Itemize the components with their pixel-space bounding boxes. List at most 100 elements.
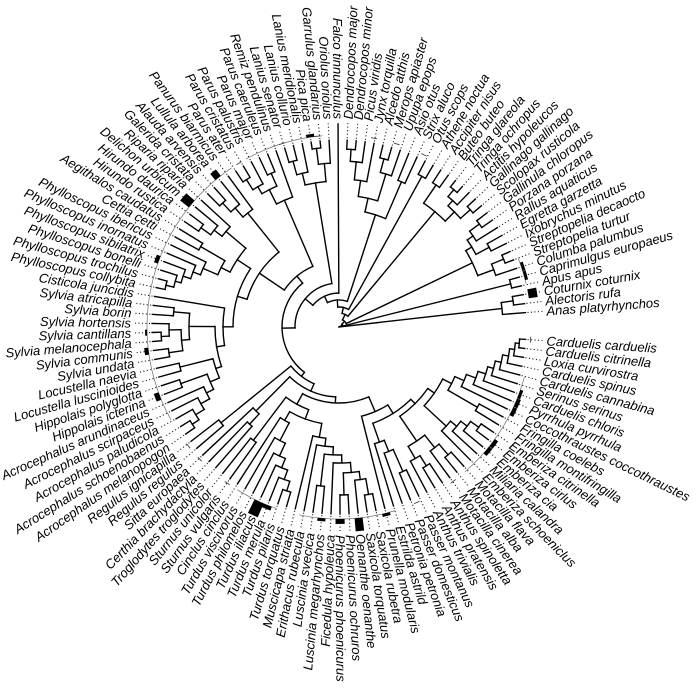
branch-line bbox=[447, 389, 479, 409]
branch-line bbox=[248, 412, 261, 426]
branch-line bbox=[475, 226, 499, 242]
branch-line bbox=[268, 476, 280, 502]
leader-line bbox=[204, 468, 215, 481]
branch-line bbox=[358, 470, 362, 481]
branch-line bbox=[421, 466, 436, 489]
leader-line bbox=[515, 253, 530, 260]
leader-line bbox=[384, 510, 390, 525]
leader-line bbox=[281, 508, 287, 523]
leader-line bbox=[483, 447, 497, 459]
branch-line bbox=[268, 188, 278, 205]
branch-line bbox=[184, 426, 196, 436]
branch-line bbox=[154, 356, 171, 361]
branch-line bbox=[304, 297, 314, 307]
branch-line bbox=[246, 212, 280, 254]
branch-line bbox=[438, 174, 450, 189]
branch-line bbox=[258, 272, 286, 292]
branch-line bbox=[459, 420, 469, 428]
branch-arc bbox=[272, 452, 287, 460]
branch-arc bbox=[241, 208, 254, 219]
branch-arc bbox=[353, 477, 367, 481]
branch-line bbox=[236, 295, 248, 301]
branch-arc bbox=[199, 261, 207, 276]
branch-arc bbox=[172, 307, 175, 317]
branch-line bbox=[466, 235, 474, 241]
branch-line bbox=[409, 460, 428, 494]
tick-mark bbox=[413, 500, 420, 505]
branch-line bbox=[191, 418, 200, 426]
branch-line bbox=[236, 416, 282, 485]
branch-line bbox=[321, 485, 326, 514]
branch-line bbox=[449, 179, 457, 188]
branch-line bbox=[357, 179, 362, 198]
branch-line bbox=[363, 494, 368, 513]
branch-line bbox=[202, 267, 219, 276]
branch-line bbox=[424, 164, 435, 180]
branch-arc bbox=[288, 375, 337, 398]
branch-line bbox=[475, 429, 490, 441]
branch-line bbox=[353, 161, 358, 181]
bar-baseline bbox=[146, 167, 232, 421]
branch-line bbox=[494, 267, 518, 277]
leader-line bbox=[518, 383, 534, 390]
branch-arc bbox=[251, 182, 264, 191]
branch-line bbox=[418, 454, 428, 467]
branch-line bbox=[469, 420, 480, 429]
tick-mark bbox=[314, 135, 321, 138]
branch-line bbox=[510, 285, 523, 289]
leader-line bbox=[135, 312, 151, 315]
branch-line bbox=[342, 283, 512, 327]
branch-line bbox=[501, 354, 510, 357]
branch-line bbox=[383, 452, 403, 504]
branch-line bbox=[459, 208, 472, 220]
leader-line bbox=[171, 434, 185, 445]
trait-ticks bbox=[186, 135, 532, 505]
branch-line bbox=[170, 396, 199, 412]
leader-line bbox=[300, 512, 305, 528]
branch-line bbox=[422, 184, 438, 205]
branch-line bbox=[270, 172, 278, 188]
branch-line bbox=[431, 169, 442, 184]
branch-arc bbox=[273, 436, 287, 445]
branch-line bbox=[300, 371, 306, 378]
branch-line bbox=[167, 385, 205, 404]
leader-line bbox=[476, 186, 489, 199]
branch-arc bbox=[311, 147, 322, 150]
leader-line bbox=[175, 203, 189, 214]
branch-line bbox=[162, 260, 187, 271]
leader-line bbox=[196, 462, 209, 475]
branch-line bbox=[236, 258, 252, 270]
branch-line bbox=[426, 387, 436, 395]
branch-line bbox=[472, 204, 483, 214]
leader-line bbox=[141, 273, 157, 279]
branch-line bbox=[403, 156, 418, 185]
branch-line bbox=[227, 175, 254, 211]
branch-line bbox=[508, 347, 516, 351]
leader-line bbox=[189, 456, 202, 468]
tip-label: Sylvia borin bbox=[64, 301, 132, 320]
leader-line bbox=[236, 490, 245, 504]
branch-line bbox=[153, 295, 226, 309]
branch-line bbox=[179, 419, 191, 428]
leader-line bbox=[450, 478, 461, 492]
leader-line bbox=[346, 123, 349, 139]
branch-line bbox=[280, 457, 287, 469]
branch-line bbox=[383, 439, 390, 453]
leader-line bbox=[373, 126, 378, 142]
branch-line bbox=[373, 442, 395, 507]
branch-line bbox=[345, 261, 474, 325]
branch-line bbox=[252, 396, 287, 442]
branch-line bbox=[206, 192, 221, 207]
leader-line bbox=[375, 512, 380, 528]
branch-line bbox=[428, 462, 444, 484]
branch-arc bbox=[518, 338, 521, 349]
tick-mark bbox=[421, 153, 427, 157]
branch-arc bbox=[241, 176, 252, 183]
branch-arc bbox=[431, 181, 441, 189]
leader-line bbox=[165, 427, 180, 437]
branch-line bbox=[450, 451, 465, 468]
leader-line bbox=[142, 377, 158, 383]
leader-line bbox=[521, 375, 537, 380]
